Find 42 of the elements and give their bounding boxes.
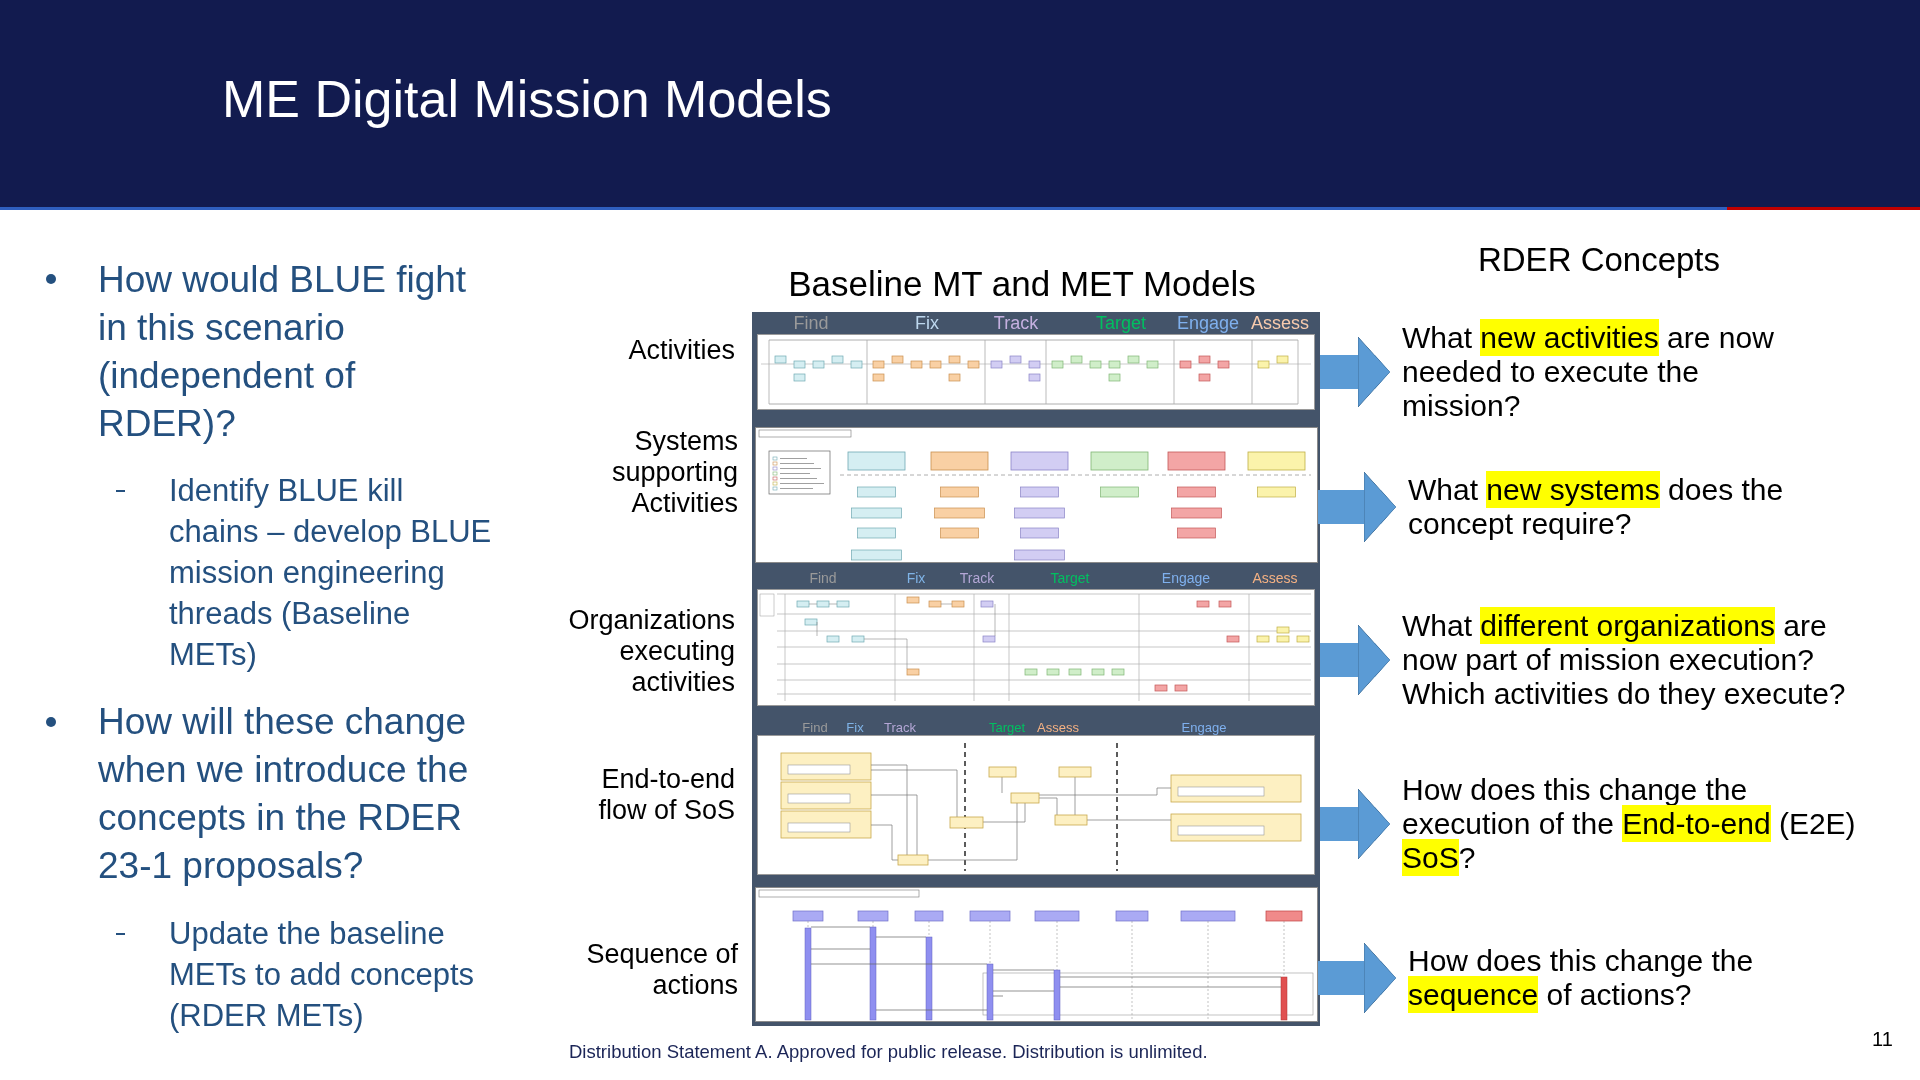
bullet-text: How would BLUE fight in this scenario (independent of RDER)? [98, 258, 468, 446]
phase-label: Find [809, 570, 837, 586]
footer-note: Distribution Statement A. Approved for public release. Distribution is unlimited. [569, 1041, 1208, 1063]
block-arrow [1320, 336, 1390, 408]
phase-label: Engage [1181, 720, 1227, 735]
phase-label: Assess [1252, 570, 1298, 586]
phase-label: Assess [1251, 313, 1309, 333]
slide-title: ME Digital Mission Models [222, 69, 832, 130]
phase-label: Find [793, 313, 829, 333]
bullet-text: Update the baseline METs to add concepts (RDER METs) [169, 915, 475, 1035]
question-text: What new activities are now needed to execute the mission? [1390, 321, 1802, 423]
phase-label: Fix [846, 720, 864, 735]
block-arrow [1320, 788, 1390, 860]
block-arrow [1318, 471, 1396, 543]
question-text: What new systems does the concept require? [1396, 473, 1848, 541]
bullet-text: Identify BLUE kill chains – develop BLUE mission engineering threads (Baseline METs) [169, 472, 493, 674]
row-label: Sequence of actions [585, 939, 738, 1001]
phase-label: Track [884, 720, 916, 735]
bullet-text: How will these change when we introduce the concepts in the RDER 23-1 proposals? [98, 700, 470, 888]
question-text: How does this change the execution of the End-to-end (E2E) SoS? [1390, 773, 1867, 875]
block-arrow [1320, 624, 1390, 696]
phase-label: Engage [1161, 570, 1211, 586]
row-label: End-to-end flow of SoS [597, 764, 735, 826]
phase-label: Track [993, 313, 1039, 333]
phase-label: Target [988, 720, 1026, 735]
phase-label: Fix [915, 313, 939, 333]
phase-label: Fix [906, 570, 926, 586]
question-text: How does this change the sequence of actions? [1396, 944, 1828, 1012]
row-label: Activities [628, 335, 735, 366]
row-label: Organizations executing activities [567, 605, 735, 698]
phase-label: Target [1096, 313, 1146, 333]
block-arrow [1318, 942, 1396, 1014]
phase-label: Track [959, 570, 995, 586]
phase-label: Target [1050, 570, 1090, 586]
page-number: 11 [1872, 1027, 1893, 1051]
column-heading: RDER Concepts [1477, 241, 1721, 279]
column-heading: Baseline MT and MET Models [788, 264, 1256, 304]
phase-label: Assess [1037, 720, 1079, 735]
question-text: What different organizations are now part of mission execution? Which activities do they execute? [1390, 609, 1867, 711]
phase-label: Find [802, 720, 828, 735]
phase-label: Engage [1176, 313, 1240, 333]
row-label: Systems supporting Activities [610, 426, 738, 519]
